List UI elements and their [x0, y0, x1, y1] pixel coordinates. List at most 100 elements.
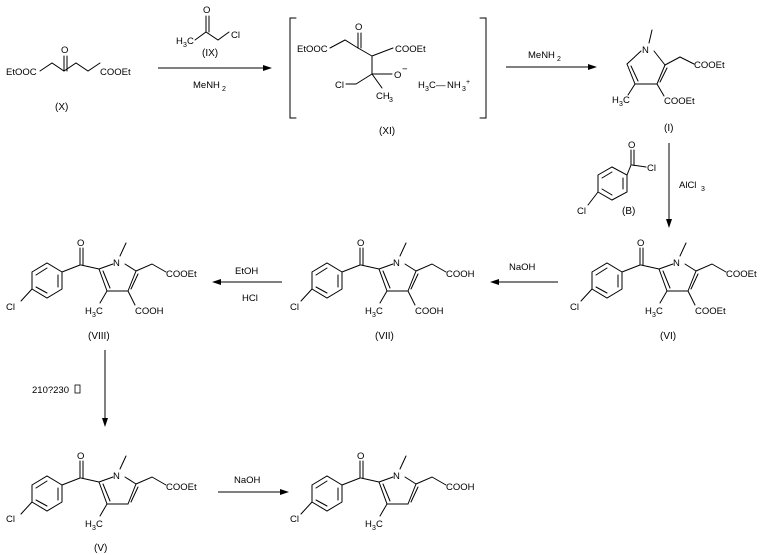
i-h3c-sub: 3 — [619, 101, 623, 108]
i-cooet-chain: COOEt — [694, 60, 725, 71]
x-cooet: COOEt — [100, 67, 131, 78]
label-x: (X) — [55, 102, 68, 113]
vi-chloro: Cl — [570, 302, 579, 313]
b-chloro-ring: Cl — [577, 206, 586, 217]
reagent-naoh-1: NaOH — [509, 262, 536, 273]
reagent-hcl: HCl — [242, 293, 258, 304]
label-xi: (XI) — [379, 126, 395, 137]
vii-h3c-c: C — [376, 306, 383, 317]
xi-oxide: O — [394, 70, 401, 81]
ix-h3c-sub: 3 — [183, 42, 187, 49]
vi-nitrogen: N — [673, 258, 680, 269]
compound-vi: Cl O N H 3 C COOEt COOEt (VI) — [570, 238, 757, 342]
compound-vii: Cl O N H 3 C COOH COOH (VII) — [290, 238, 475, 342]
final-chloro: Cl — [290, 514, 299, 525]
arrow-step-6: 210?230 — [32, 350, 108, 427]
x-oxygen: O — [61, 45, 68, 56]
i-h3c-h: H — [612, 95, 619, 106]
reagent-etoh: EtOH — [235, 266, 258, 277]
xi-cation-dash: — — [436, 80, 446, 91]
xi-cation-nh: NH — [447, 80, 461, 91]
arrow-step-2: MeNH 2 — [506, 50, 597, 70]
viii-h3c-h: H — [85, 306, 92, 317]
xi-cation-sub2: 3 — [462, 86, 466, 93]
arrow-step-3: AlCl 3 — [666, 143, 705, 228]
xi-cation-sub1: 3 — [425, 86, 429, 93]
vi-h3c-h: H — [645, 306, 652, 317]
arrow-step-7: NaOH — [218, 475, 289, 495]
arrow-step-1: MeNH 2 — [158, 65, 272, 93]
final-cooh-chain: COOH — [446, 482, 475, 493]
viii-oxygen: O — [77, 238, 84, 249]
vii-cooh-chain: COOH — [446, 269, 475, 280]
reagent-temperature: 210?230 — [32, 385, 69, 396]
label-ix: (IX) — [202, 48, 218, 59]
final-h3c-h: H — [365, 519, 372, 530]
v-h3c-c: C — [96, 519, 103, 530]
reagent-menh2-2-sub: 2 — [557, 56, 561, 63]
viii-h3c-sub: 3 — [92, 312, 96, 319]
compound-viii: Cl O N H 3 C COOH COOEt (VIII) — [6, 238, 197, 342]
reagent-alcl3-sub: 3 — [701, 186, 705, 193]
v-h3c-h: H — [85, 519, 92, 530]
vii-cooh: COOH — [415, 306, 444, 317]
ix-h3c-h: H — [176, 36, 183, 47]
i-h3c-c: C — [623, 95, 630, 106]
label-i: (I) — [664, 123, 673, 134]
label-b: (B) — [622, 206, 635, 217]
compound-v: Cl O N H 3 C COOEt (V) — [6, 451, 197, 554]
viii-nitrogen: N — [113, 258, 120, 269]
vii-h3c-h: H — [365, 306, 372, 317]
vi-h3c-c: C — [656, 306, 663, 317]
xi-minus: − — [402, 64, 408, 75]
v-nitrogen: N — [113, 471, 120, 482]
b-chloro-acyl: Cl — [647, 163, 656, 174]
xi-cation-h: H — [418, 80, 425, 91]
final-h3c-c: C — [376, 519, 383, 530]
arrow-step-4: NaOH — [490, 262, 558, 285]
v-h3c-sub: 3 — [92, 525, 96, 532]
xi-ch3-c: CH — [376, 91, 390, 102]
v-cooet-chain: COOEt — [166, 482, 197, 493]
xi-oxygen-keto: O — [355, 22, 362, 33]
label-v: (V) — [94, 543, 107, 554]
b-oxygen: O — [628, 140, 635, 151]
ix-chloro: Cl — [231, 30, 240, 41]
arrow-step-5: EtOH HCl — [212, 266, 282, 304]
vi-h3c-sub: 3 — [652, 312, 656, 319]
vi-oxygen: O — [637, 238, 644, 249]
ix-oxygen: O — [203, 5, 210, 16]
i-nitrogen: N — [642, 45, 649, 56]
x-etooc: EtOOC — [6, 67, 37, 78]
xi-cation-plus: + — [466, 79, 470, 86]
reagent-b: Cl O Cl (B) — [577, 140, 656, 217]
vii-nitrogen: N — [393, 258, 400, 269]
viii-cooet-chain: COOEt — [166, 269, 197, 280]
i-cooet: COOEt — [664, 96, 695, 107]
vi-cooet-chain: COOEt — [726, 269, 757, 280]
v-oxygen: O — [77, 451, 84, 462]
reagent-menh2-2: MeNH — [528, 50, 555, 61]
label-viii: (VIII) — [88, 331, 110, 342]
reagent-menh2-1: MeNH — [193, 80, 220, 91]
vii-h3c-sub: 3 — [372, 312, 376, 319]
label-vi: (VI) — [660, 331, 676, 342]
compound-ix: H 3 C O Cl (IX) — [176, 5, 240, 59]
final-nitrogen: N — [393, 471, 400, 482]
v-chloro: Cl — [6, 514, 15, 525]
xi-cooet: COOEt — [395, 44, 426, 55]
reagent-naoh-2: NaOH — [234, 475, 261, 486]
vii-oxygen: O — [357, 238, 364, 249]
xi-ch3-sub: 3 — [389, 97, 393, 104]
final-h3c-sub: 3 — [372, 525, 376, 532]
intermediate-xi: EtOOC O COOEt O − CH 3 Cl H 3 C — NH 3 +… — [289, 17, 487, 137]
xi-cation-c: C — [429, 80, 436, 91]
reagent-menh2-1-sub: 2 — [222, 86, 226, 93]
compound-x: EtOOC O COOEt (X) — [6, 45, 131, 113]
compound-final-product: Cl O N H 3 C COOH — [290, 451, 475, 532]
viii-chloro: Cl — [6, 302, 15, 313]
vi-cooet: COOEt — [695, 306, 726, 317]
vii-chloro: Cl — [290, 302, 299, 313]
